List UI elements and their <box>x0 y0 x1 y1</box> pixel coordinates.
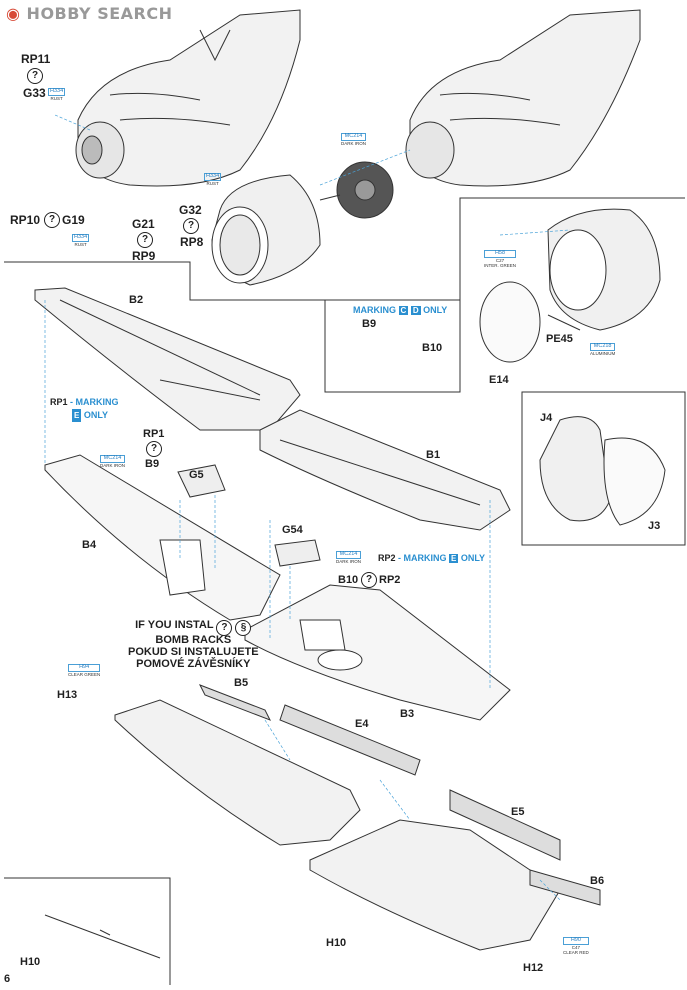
paint-code: H58 <box>484 250 517 258</box>
part-label-j4: J4 <box>540 412 553 424</box>
paint-name: CLEAR GREEN <box>68 671 101 677</box>
part-label-b6: B6 <box>590 875 605 887</box>
marking-letter-d: D <box>410 306 421 315</box>
rp1-marking-note: RP1 - MARKING E ONLY <box>50 396 119 422</box>
paint-code: MC214 <box>100 455 126 463</box>
paint-callout-h334: H334 RUST <box>48 88 66 101</box>
paint-code: H334 <box>72 234 90 242</box>
part-label-b5: B5 <box>234 677 249 689</box>
bomb-rack-line3: POKUD SI INSTALUJETE <box>128 646 259 658</box>
part-label-j3: J3 <box>648 520 661 532</box>
part-label-g33: G33 <box>23 86 46 100</box>
paint-sub-code: C27 <box>495 257 505 263</box>
part-label-rp8: RP8 <box>180 235 204 249</box>
part-label-b9-detail: B9 <box>362 318 377 330</box>
part-label-g54: G54 <box>282 524 303 536</box>
part-label-rp1: RP1 <box>143 428 165 440</box>
part-label-g19: G19 <box>62 213 85 227</box>
part-label-g32: G32 <box>179 203 202 217</box>
part-label-b9: B9 <box>145 458 160 470</box>
part-label-e5: E5 <box>511 806 525 818</box>
paint-code: H90 <box>563 937 589 945</box>
bomb-rack-note: IF YOU INSTAL ? § BOMB RACKS POKUD SI IN… <box>128 618 259 670</box>
paint-name: RUST <box>50 95 63 101</box>
part-label-h12: H12 <box>523 962 544 974</box>
bomb-rack-line1: IF YOU INSTAL <box>135 619 214 631</box>
paint-name: CLEAR RED <box>563 950 589 955</box>
optional-symbol-icon: § <box>235 620 252 636</box>
logo-circle-icon: ◉ <box>6 4 21 23</box>
marking-letter-c: C <box>398 306 409 315</box>
marking-suffix: ONLY <box>423 305 448 315</box>
part-label-b1: B1 <box>426 449 441 461</box>
part-label-b4: B4 <box>82 539 97 551</box>
bomb-rack-line4: POMOVÉ ZÁVĚSNÍKY <box>136 658 251 670</box>
optional-question-icon: ? <box>183 218 199 234</box>
rp1-part: RP1 <box>50 397 68 407</box>
part-label-b10: B10 <box>338 574 359 586</box>
paint-code: MC214 <box>341 133 367 141</box>
part-label-rp10: RP10 <box>10 213 41 227</box>
marking-letter-e: E <box>72 409 82 422</box>
paint-callout-mc218: MC218 ALUMINIUM <box>590 343 616 356</box>
watermark-text: HOBBY SEARCH <box>26 4 173 23</box>
marking-suffix: ONLY <box>460 553 486 563</box>
part-label-b2: B2 <box>129 294 144 306</box>
marking-prefix: MARKING <box>353 305 396 315</box>
paint-callout-mc214: MC214 DARK IRON <box>341 133 367 146</box>
part-label-e4: E4 <box>355 718 369 730</box>
paint-sub-code: C47 <box>571 944 581 950</box>
optional-question-icon: ? <box>44 212 60 228</box>
paint-callout-h90: H90 C47 CLEAR RED <box>563 937 589 956</box>
optional-question-icon: ? <box>361 572 377 588</box>
part-label-rp9: RP9 <box>132 249 156 263</box>
paint-name: ALUMINIUM <box>590 350 616 356</box>
optional-question-icon: ? <box>137 232 153 248</box>
marking-letter-e: E <box>449 554 459 563</box>
paint-name: DARK IRON <box>341 140 367 146</box>
part-label-h10: H10 <box>326 937 347 949</box>
part-label-rp2: RP2 <box>379 574 401 586</box>
page-number: 6 <box>4 973 11 985</box>
paint-callout-mc214: MC214 DARK IRON <box>100 455 126 468</box>
part-label-h13: H13 <box>57 689 78 701</box>
watermark-logo: ◉ HOBBY SEARCH <box>6 4 173 23</box>
rp2-marking-note: RP2 - MARKING E ONLY <box>378 553 485 563</box>
paint-code: H94 <box>68 664 101 672</box>
paint-callout-h94: H94 CLEAR GREEN <box>68 664 101 677</box>
paint-code: MC214 <box>336 551 362 559</box>
marking-suffix: ONLY <box>83 410 109 420</box>
paint-name: RUST <box>74 241 87 247</box>
optional-question-icon: ? <box>27 68 43 84</box>
bomb-rack-line2: BOMB RACKS <box>155 634 232 646</box>
paint-code: MC218 <box>590 343 616 351</box>
part-label-h10-detail: H10 <box>20 956 41 968</box>
paint-code: H334 <box>204 173 222 181</box>
part-label-pe45: PE45 <box>546 333 573 345</box>
optional-question-icon: ? <box>146 441 162 457</box>
rp1-dash: - MARKING <box>67 397 119 407</box>
paint-name: INTER. GREEN <box>484 263 517 268</box>
part-label-b3: B3 <box>400 708 415 720</box>
part-label-e14: E14 <box>489 374 509 386</box>
paint-code: H334 <box>48 88 66 96</box>
part-label-b10-detail: B10 <box>422 342 443 354</box>
paint-name: DARK IRON <box>100 462 126 468</box>
paint-callout-h334: H334 RUST <box>204 173 222 186</box>
paint-callout-h58: H58 C27 INTER. GREEN <box>484 250 517 269</box>
paint-callout-mc214: MC214 DARK IRON <box>336 551 362 564</box>
rp2-dash: - MARKING <box>395 553 447 563</box>
rp2-part: RP2 <box>378 553 396 563</box>
part-label-g21: G21 <box>132 217 155 231</box>
marking-cd-note: MARKING C D ONLY <box>353 305 447 315</box>
part-label-rp11: RP11 <box>21 52 51 66</box>
paint-callout-h334: H334 RUST <box>72 234 90 247</box>
part-label-g5: G5 <box>189 469 204 481</box>
optional-question-icon: ? <box>216 620 233 636</box>
paint-name: RUST <box>206 180 219 186</box>
bomb-rack-line: IF YOU INSTAL ? § <box>128 618 259 636</box>
paint-name: DARK IRON <box>336 558 362 564</box>
